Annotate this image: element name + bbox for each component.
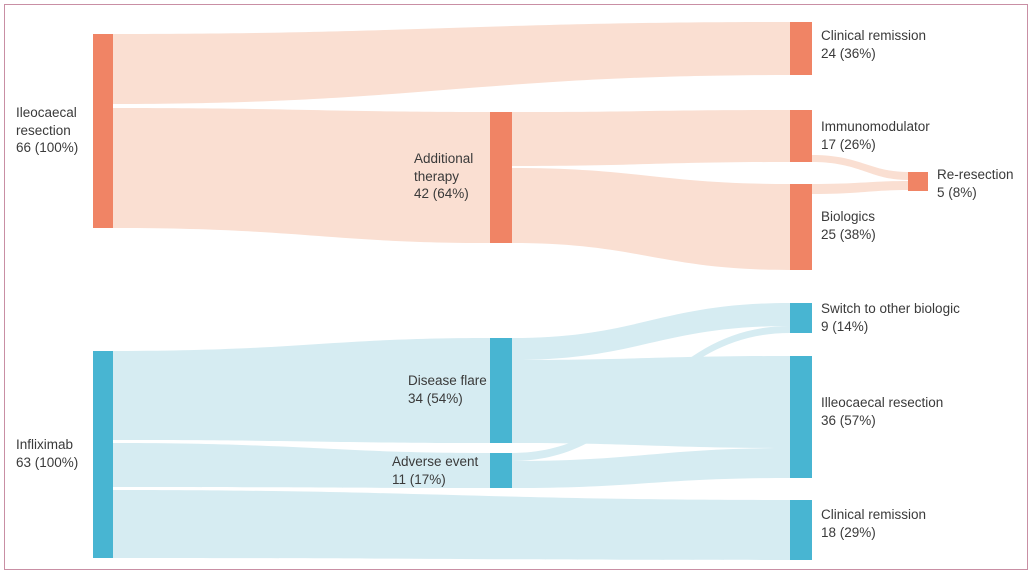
- node-illeocaecal-resection[interactable]: [790, 356, 812, 478]
- node-re-resection[interactable]: [908, 172, 928, 191]
- link-infliximab-to-clinical-remission: [113, 490, 790, 560]
- label-infliximab-value: 63 (100%): [16, 454, 79, 470]
- node-adverse-event[interactable]: [490, 453, 512, 488]
- node-additional-therapy[interactable]: [490, 112, 512, 243]
- link-infliximab-to-adverse-event: [113, 443, 490, 488]
- label-clinical-remission-b-value: 18 (29%): [821, 524, 876, 540]
- label-biologics-name: Biologics: [821, 209, 876, 224]
- label-switch-to-other-biologic-value: 9 (14%): [821, 318, 869, 334]
- label-re-resection-value: 5 (8%): [937, 184, 977, 200]
- link-adverse-event-to-illeocaecal-resection: [512, 448, 790, 488]
- label-immunomodulator-name: Immunomodulator: [821, 119, 930, 134]
- node-immunomodulator[interactable]: [790, 110, 812, 162]
- label-illeocaecal-resection-value: 36 (57%): [821, 412, 876, 428]
- node-biologics[interactable]: [790, 184, 812, 270]
- label-ileocaecal-resection: Ileocaecal resection 66 (100%): [16, 104, 78, 157]
- node-disease-flare[interactable]: [490, 338, 512, 443]
- label-clinical-remission-name: Clinical remission: [821, 28, 927, 43]
- label-switch-to-other-biologic: Switch to other biologic 9 (14%): [821, 300, 960, 335]
- link-biologics-to-re-resection: [812, 181, 908, 194]
- link-disease-flare-to-illeocaecal-resection: [512, 356, 790, 448]
- label-ileocaecal-resection-value: 66 (100%): [16, 140, 79, 155]
- link-immunomodulator-to-re-resection: [812, 155, 908, 180]
- orange-nodes: [93, 22, 928, 270]
- label-disease-flare: Disease flare 34 (54%): [408, 372, 487, 407]
- link-additional-therapy-to-immunomodulator: [512, 110, 790, 166]
- label-disease-flare-value: 34 (54%): [408, 390, 463, 406]
- blue-nodes: [93, 303, 812, 560]
- label-disease-flare-name: Disease flare: [408, 373, 487, 388]
- blue-links: [113, 303, 790, 560]
- link-disease-flare-to-switch-biologic: [512, 303, 790, 360]
- label-clinical-remission-value: 24 (36%): [821, 45, 876, 61]
- label-biologics-value: 25 (38%): [821, 226, 876, 242]
- label-adverse-event-value: 11 (17%): [392, 471, 446, 487]
- node-clinical-remission[interactable]: [790, 22, 812, 75]
- label-immunomodulator: Immunomodulator 17 (26%): [821, 118, 930, 153]
- label-switch-to-other-biologic-name: Switch to other biologic: [821, 301, 960, 316]
- label-additional-therapy: Additional therapy 42 (64%): [414, 150, 473, 203]
- label-additional-therapy-name-line2: therapy: [414, 168, 460, 184]
- label-re-resection-name: Re-resection: [937, 167, 1014, 182]
- label-ileocaecal-resection-name-line1: Ileocaecal: [16, 105, 77, 120]
- link-additional-therapy-to-biologics: [512, 168, 790, 270]
- label-additional-therapy-name-line1: Additional: [414, 151, 474, 166]
- label-adverse-event: Adverse event 11 (17%): [392, 453, 478, 488]
- link-adverse-event-to-switch-biologic: [512, 326, 790, 461]
- node-clinical-remission-b[interactable]: [790, 500, 812, 560]
- orange-links: [113, 22, 908, 270]
- link-infliximab-to-disease-flare: [113, 338, 490, 443]
- label-immunomodulator-value: 17 (26%): [821, 136, 876, 152]
- label-additional-therapy-value: 42 (64%): [414, 186, 469, 201]
- label-biologics: Biologics 25 (38%): [821, 208, 876, 243]
- label-clinical-remission-b: Clinical remission 18 (29%): [821, 506, 926, 541]
- label-ileocaecal-resection-name-line2: resection: [16, 122, 71, 138]
- link-ileocaecal-to-clinical-remission: [113, 22, 790, 104]
- node-switch-to-other-biologic[interactable]: [790, 303, 812, 333]
- label-clinical-remission-b-name: Clinical remission: [821, 507, 927, 522]
- label-infliximab: Infliximab 63 (100%): [16, 436, 78, 471]
- label-illeocaecal-resection-name: Illeocaecal resection: [821, 395, 944, 410]
- label-re-resection: Re-resection 5 (8%): [937, 166, 1014, 201]
- label-clinical-remission: Clinical remission 24 (36%): [821, 27, 926, 62]
- node-ileocaecal-resection[interactable]: [93, 34, 113, 228]
- label-infliximab-name: Infliximab: [16, 437, 74, 452]
- label-adverse-event-name: Adverse event: [392, 454, 479, 469]
- label-illeocaecal-resection: Illeocaecal resection 36 (57%): [821, 394, 943, 429]
- node-infliximab[interactable]: [93, 351, 113, 558]
- link-ileocaecal-to-additional-therapy: [113, 108, 490, 243]
